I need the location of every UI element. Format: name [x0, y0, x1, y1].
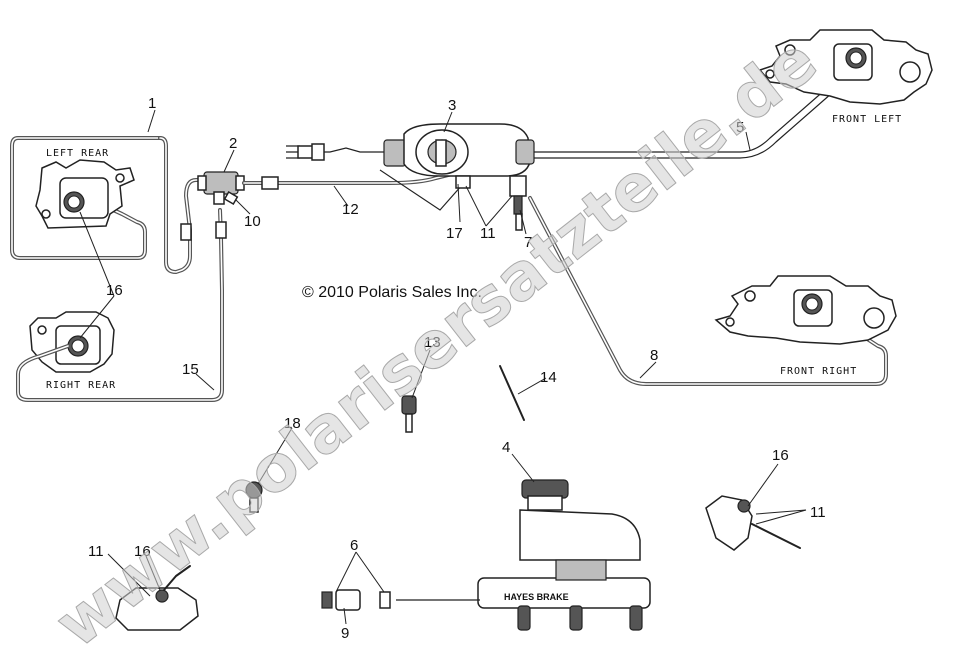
label-hayes-brake: HAYES BRAKE: [504, 592, 569, 602]
callout-1: 1: [148, 95, 156, 112]
callout-10: 10: [244, 213, 261, 230]
brake-line-center: [242, 169, 471, 211]
label-front-left: FRONT LEFT: [832, 114, 902, 125]
callout-14: 14: [540, 369, 557, 386]
brake-line-front-right: [528, 196, 888, 386]
label-left-rear: LEFT REAR: [46, 148, 109, 159]
callouts: 1 2 3 4 5 6 7 8 9 10 11 11 11 12 13 14 1…: [88, 95, 826, 642]
label-right-rear: RIGHT REAR: [46, 380, 116, 391]
callout-16-bottom: 16: [134, 543, 151, 560]
rear-master-cylinder: HAYES BRAKE: [321, 479, 651, 631]
bleeder-valve: [245, 481, 263, 513]
leader-lines: [79, 109, 807, 625]
callout-16-left: 16: [106, 282, 123, 299]
proportioning-valve: [197, 171, 245, 205]
caliper-right-rear: RIGHT REAR: [29, 311, 116, 391]
caliper-left-rear: LEFT REAR: [35, 148, 135, 229]
callout-8: 8: [650, 347, 658, 364]
brake-switch-assembly: [705, 495, 801, 551]
label-front-right: FRONT RIGHT: [780, 366, 857, 377]
caliper-front-right: FRONT RIGHT: [714, 275, 897, 377]
callout-13: 13: [424, 334, 441, 351]
rear-caliper-bottom: [115, 565, 199, 631]
callout-17: 17: [446, 225, 463, 242]
watermark-text: www.polarisersatzteile.de: [42, 24, 831, 663]
callout-2: 2: [229, 135, 237, 152]
callout-18: 18: [284, 415, 301, 432]
copyright-notice: © 2010 Polaris Sales Inc.: [302, 284, 482, 301]
callout-9: 9: [341, 625, 349, 642]
brake-line-left-rear: [10, 136, 207, 274]
callout-11-top: 11: [480, 225, 496, 242]
cable-tie: [499, 365, 525, 421]
callout-11-bottom-right: 11: [810, 504, 826, 521]
callout-12: 12: [342, 201, 359, 218]
callout-16-right: 16: [772, 447, 789, 464]
caliper-front-left: FRONT LEFT: [758, 29, 933, 125]
callout-3: 3: [448, 97, 456, 114]
callout-5: 5: [736, 119, 744, 136]
callout-6: 6: [350, 537, 358, 554]
callout-7: 7: [524, 234, 532, 251]
front-master-cylinder: [286, 81, 841, 231]
callout-4: 4: [502, 439, 510, 456]
callout-11-bottom-left: 11: [88, 543, 104, 560]
brake-line-right-rear: [16, 208, 227, 402]
callout-15: 15: [182, 361, 199, 378]
banjo-fitting: [401, 395, 417, 433]
